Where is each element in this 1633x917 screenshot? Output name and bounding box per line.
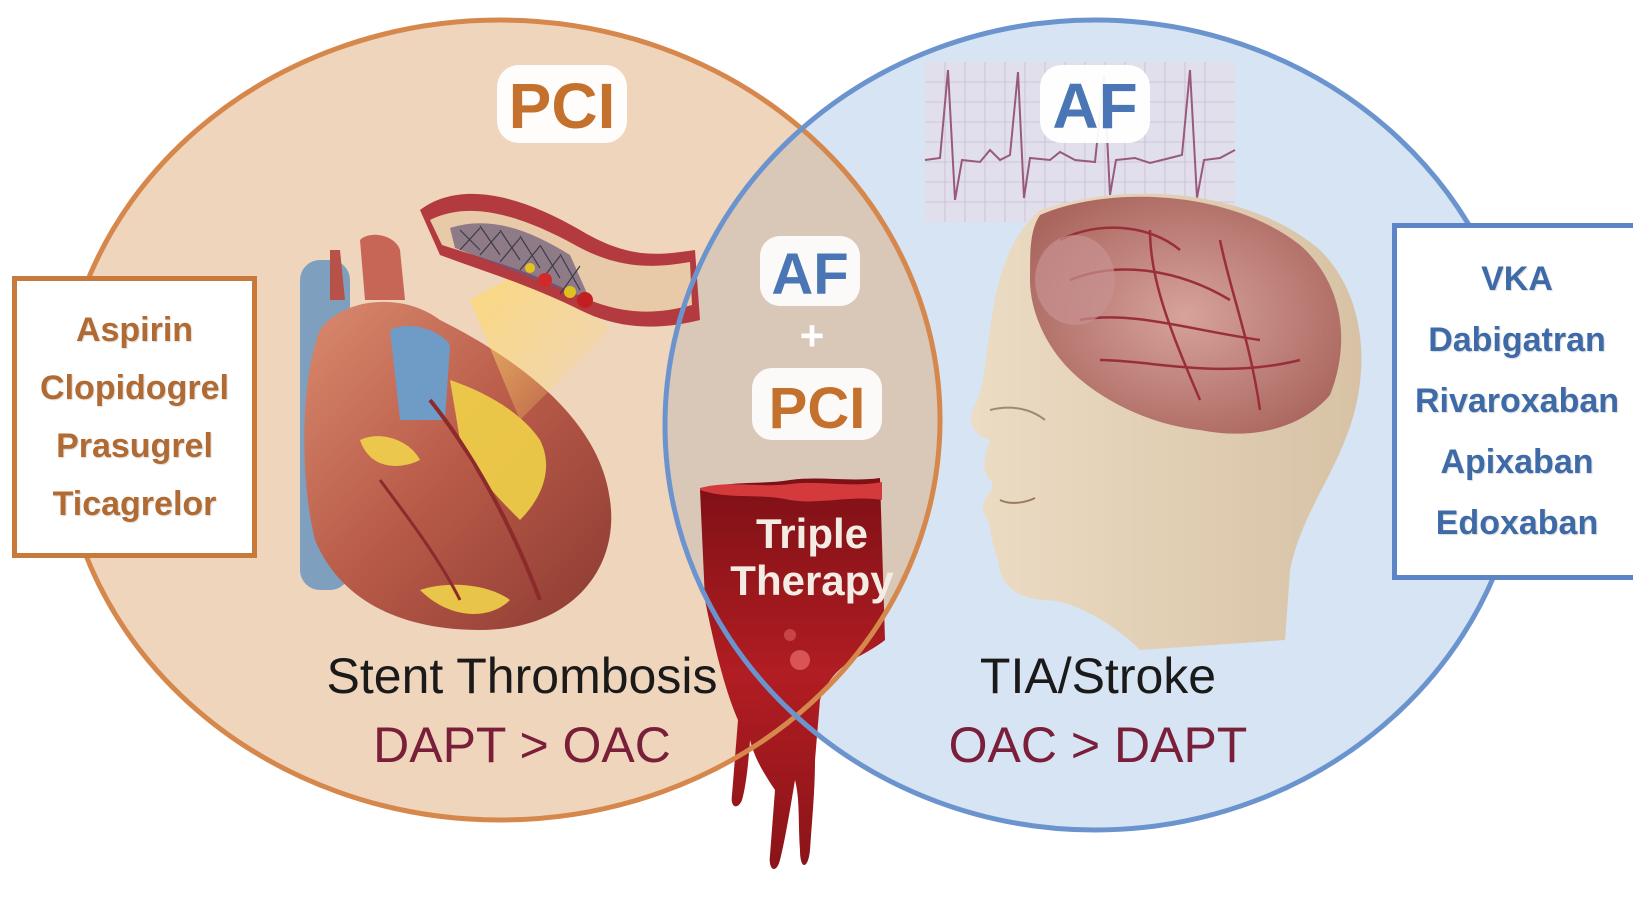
antiplatelet-item: Aspirin xyxy=(76,301,193,359)
pci-title: PCI xyxy=(509,70,616,142)
anticoagulant-item: Edoxaban xyxy=(1436,493,1598,554)
pci-outcome: Stent Thrombosis xyxy=(327,648,718,704)
anticoagulant-item: VKA xyxy=(1481,249,1553,310)
af-title: AF xyxy=(1052,70,1137,142)
antiplatelet-item: Ticagrelor xyxy=(53,475,217,533)
overlap-plus: + xyxy=(800,312,825,359)
triple-therapy-line1: Triple xyxy=(756,510,868,557)
overlap-pci: PCI xyxy=(769,376,866,441)
triple-therapy-line2: Therapy xyxy=(730,557,894,604)
anticoagulant-list: VKA Dabigatran Rivaroxaban Apixaban Edox… xyxy=(1392,223,1633,580)
anticoagulant-item: Dabigatran xyxy=(1428,310,1606,371)
antiplatelet-list: Aspirin Clopidogrel Prasugrel Ticagrelor xyxy=(12,276,257,558)
af-outcome: TIA/Stroke xyxy=(980,648,1216,704)
anticoagulant-item: Apixaban xyxy=(1440,432,1593,493)
pci-rule: DAPT > OAC xyxy=(373,717,671,773)
antiplatelet-item: Prasugrel xyxy=(56,417,213,475)
antiplatelet-item: Clopidogrel xyxy=(40,359,229,417)
af-rule: OAC > DAPT xyxy=(949,717,1248,773)
overlap-af: AF xyxy=(771,242,848,307)
anticoagulant-item: Rivaroxaban xyxy=(1415,371,1619,432)
